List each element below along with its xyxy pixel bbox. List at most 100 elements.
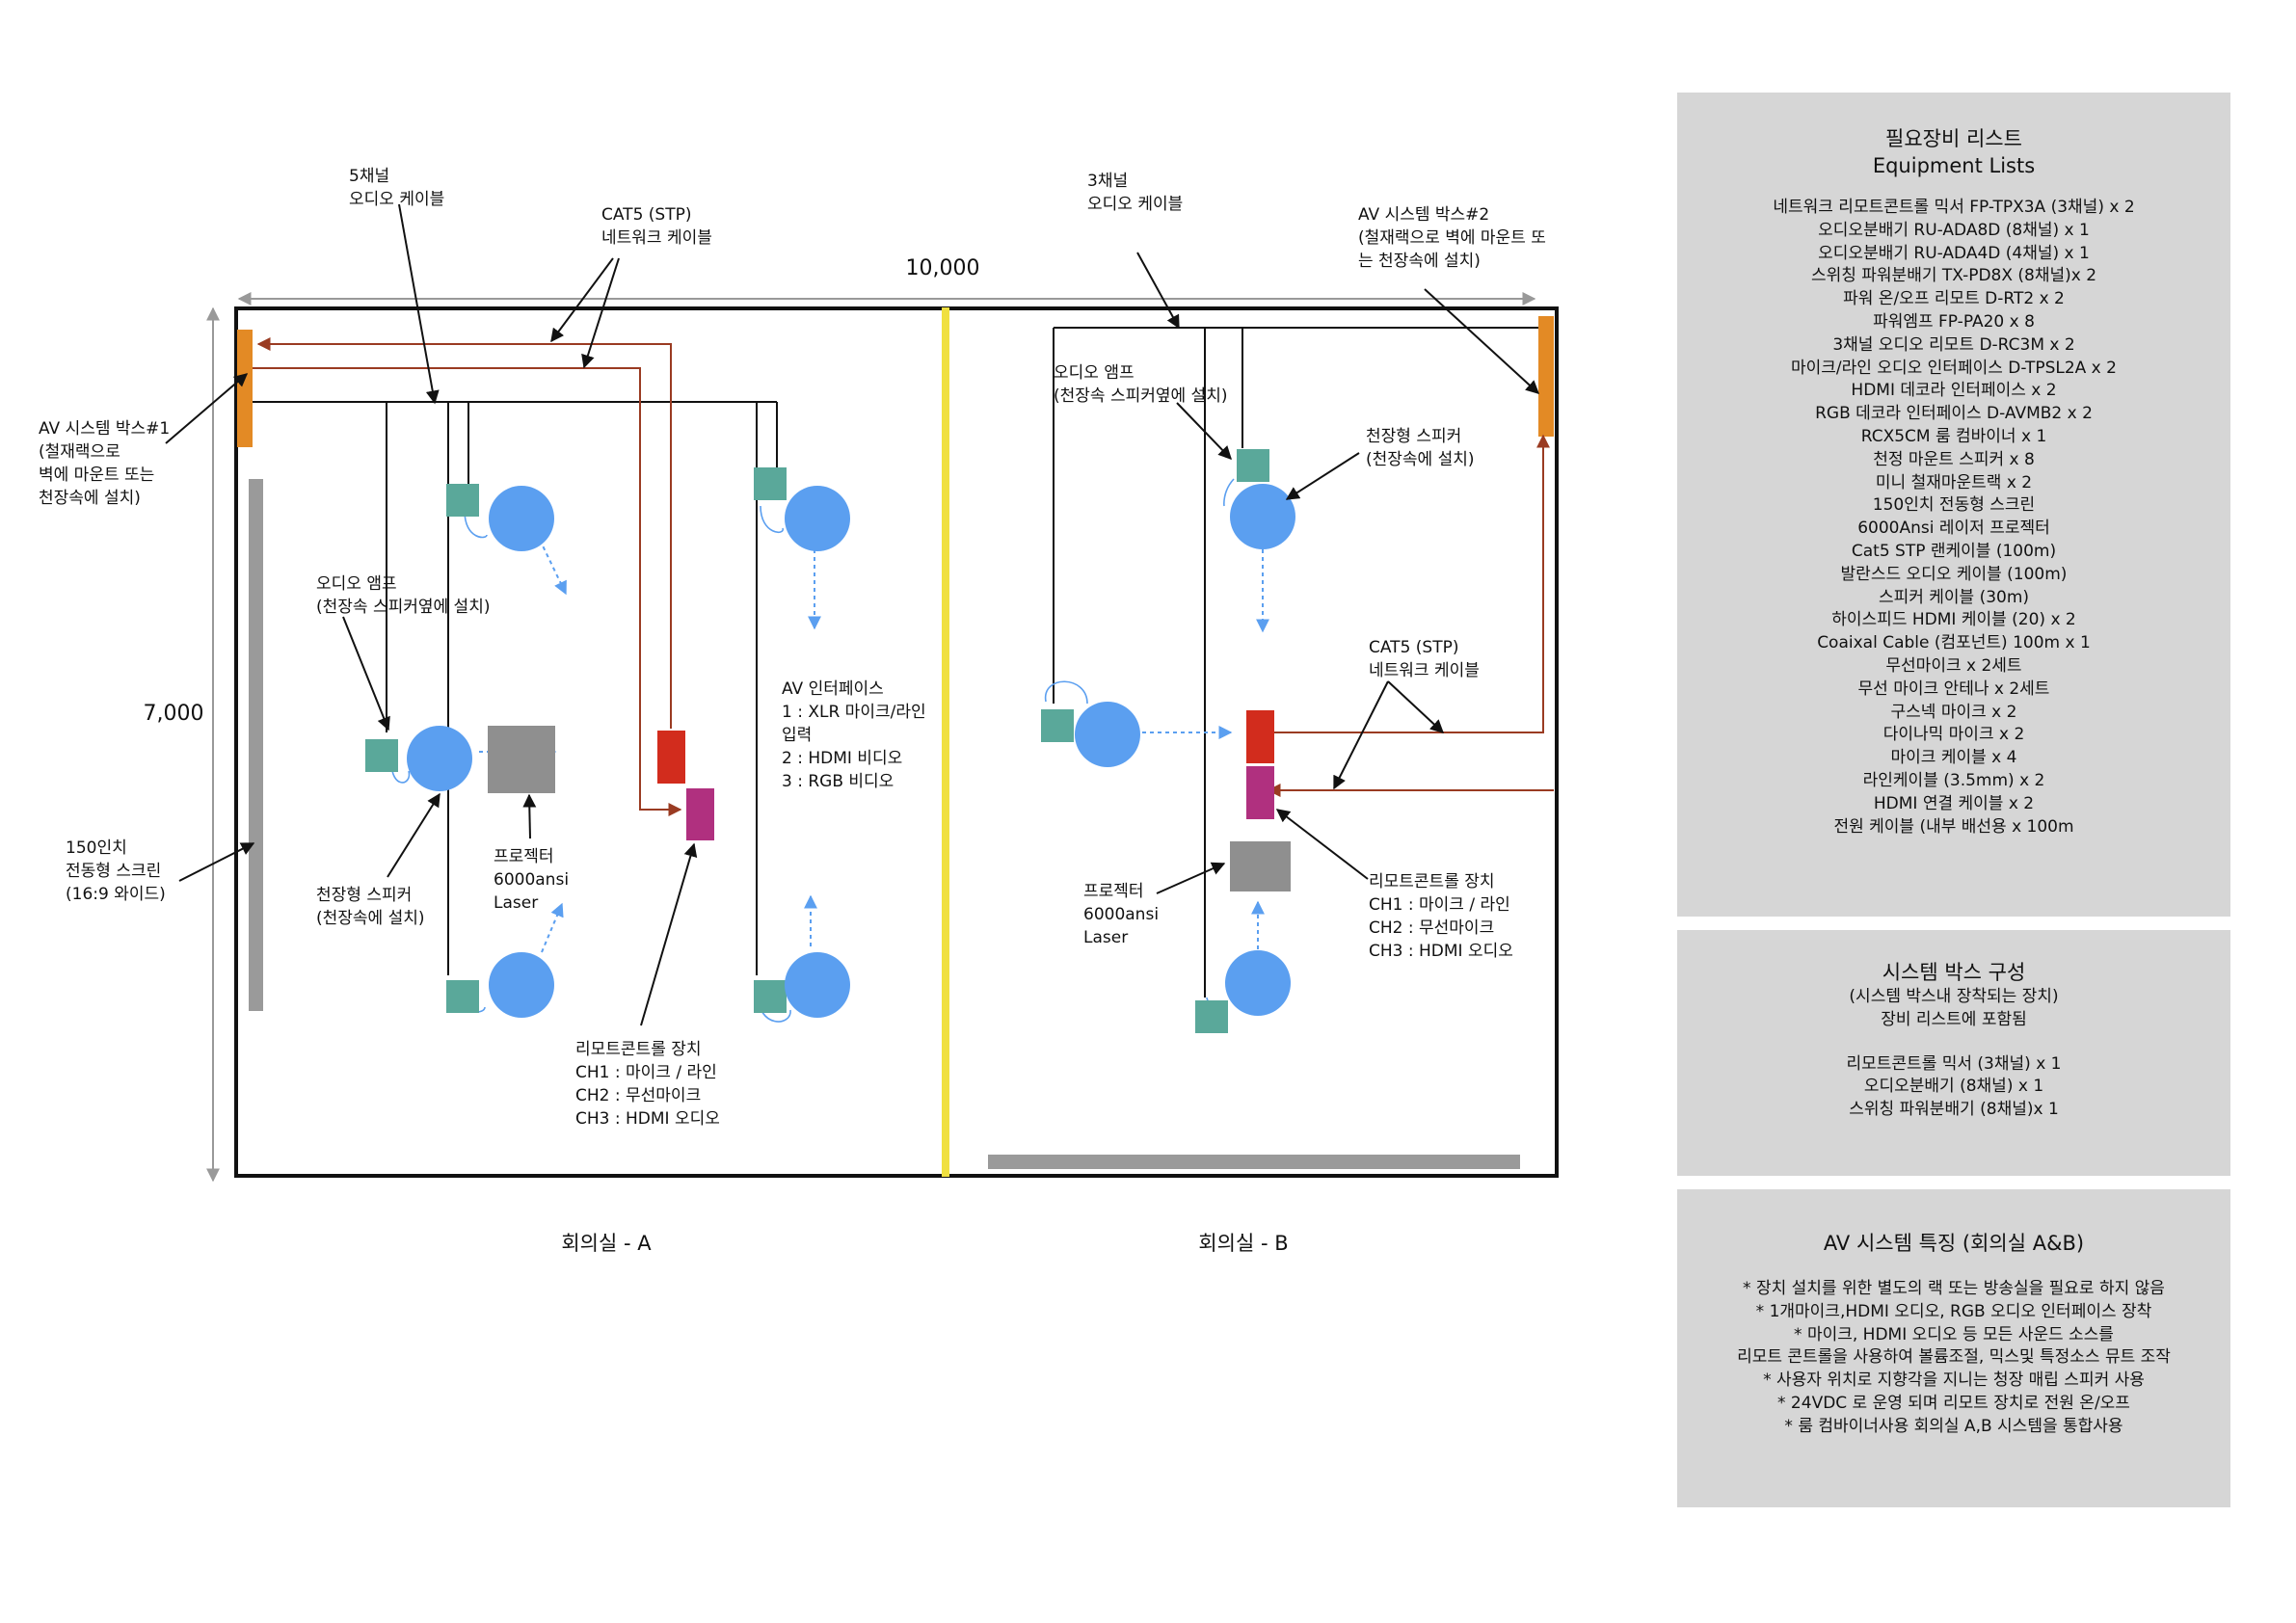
equipment-item: 무선 마이크 안테나 x 2세트 — [1857, 678, 2050, 699]
equipment-item: 발란스드 오디오 케이블 (100m) — [1840, 564, 2068, 584]
equipment-item: HDMI 데코라 인터페이스 x 2 — [1851, 381, 2057, 401]
equipment-item: 라인케이블 (3.5mm) x 2 — [1862, 770, 2045, 790]
system-box-item: 스위칭 파워분배기 (8채널)x 1 — [1849, 1100, 2059, 1120]
av-system-box-1 — [237, 330, 253, 447]
system-box-item: 리모트콘트롤 믹서 (3채널) x 1 — [1846, 1053, 2062, 1074]
feature-item: * 룸 컴바이너사용 회의실 A,B 시스템을 통합사용 — [1784, 1416, 2123, 1436]
label-projector-b: 프로젝터 6000ansi Laser — [1083, 882, 1163, 947]
label-av-system-box-2: AV 시스템 박스#2 (철재랙으로 벽에 마운트 또 는 천장속에 설치) — [1358, 205, 1551, 271]
ceiling-speaker-amp — [1237, 449, 1269, 482]
feature-item: * 장치 설치를 위한 별도의 랙 또는 방송실을 필요로 하지 않음 — [1743, 1279, 2165, 1298]
ceiling-speaker-amp — [1041, 709, 1074, 742]
equipment-item: 스피커 케이블 (30m) — [1878, 587, 2030, 607]
equipment-item: HDMI 연결 케이블 x 2 — [1873, 793, 2035, 813]
projection-screen-b — [988, 1155, 1520, 1169]
ceiling-speaker-amp — [754, 980, 787, 1013]
equipment-item: 네트워크 리모트콘트롤 믹서 FP-TPX3A (3채널) x 2 — [1773, 198, 2135, 217]
equipment-list-title-en: Equipment Lists — [1872, 154, 2036, 177]
height-dimension: 7,000 — [144, 306, 220, 1183]
label-cat5-network-a: CAT5 (STP) 네트워크 케이블 — [601, 205, 712, 248]
ceiling-speaker-amp — [446, 980, 479, 1013]
equipment-item: RGB 데코라 인터페이스 D-AVMB2 x 2 — [1815, 404, 2093, 424]
callout-arrows — [165, 203, 1540, 1026]
ceiling-speaker-amp — [1195, 1000, 1228, 1033]
ceiling-speaker-amp — [365, 739, 398, 772]
system-box-subtitle: (시스템 박스내 장착되는 장치) — [1849, 987, 2059, 1006]
label-ceiling-speaker-b: 천장형 스피커 (천장속에 설치) — [1366, 427, 1475, 469]
ceiling-speaker-amp — [754, 467, 787, 500]
ceiling-speaker — [785, 952, 850, 1018]
equipment-list-title-ko: 필요장비 리스트 — [1885, 127, 2022, 150]
audio-cables-room-b — [1053, 327, 1538, 998]
equipment-item: 오디오분배기 RU-ADA4D (4채널) x 1 — [1818, 243, 2090, 263]
label-3ch-audio-cable: 3채널 오디오 케이블 — [1087, 172, 1183, 214]
remote-control-unit-a — [657, 731, 685, 784]
equipment-item: 오디오분배기 RU-ADA8D (8채널) x 1 — [1818, 220, 2090, 240]
system-box-note: 장비 리스트에 포함됨 — [1881, 1009, 2027, 1029]
room-outline — [234, 306, 1559, 1178]
feature-item: * 마이크, HDMI 오디오 등 모든 사운드 소스를 — [1794, 1324, 2114, 1344]
width-dimension-label: 10,000 — [906, 256, 980, 280]
label-av-system-box-1: AV 시스템 박스#1 (철재랙으로 벽에 마운트 또는 천장속에 설치) — [39, 419, 175, 508]
feature-item: * 1개마이크,HDMI 오디오, RGB 오디오 인터페이스 장착 — [1755, 1301, 2152, 1321]
equipment-item: 마이크 케이블 x 4 — [1890, 748, 2017, 768]
network-cables-room-a — [253, 337, 682, 816]
equipment-item: 다이나믹 마이크 x 2 — [1882, 725, 2025, 745]
label-audio-amp-a: 오디오 앰프 (천장속 스피커옆에 설치) — [316, 574, 490, 617]
label-cat5-network-b: CAT5 (STP) 네트워크 케이블 — [1369, 638, 1480, 680]
ceiling-speaker — [489, 486, 554, 551]
room-b-label: 회의실 - B — [1198, 1232, 1288, 1255]
equipment-item: 하이스피드 HDMI 케이블 (20) x 2 — [1831, 610, 2076, 630]
equipment-item: 마이크/라인 오디오 인터페이스 D-TPSL2A x 2 — [1791, 358, 2117, 378]
projection-screen-a — [249, 479, 263, 1011]
equipment-item: Cat5 STP 랜케이블 (100m) — [1851, 541, 2057, 561]
network-cables-room-b — [1264, 434, 1554, 797]
projector-b — [1230, 841, 1291, 891]
equipment-item: 구스넥 마이크 x 2 — [1890, 702, 2017, 722]
ceiling-speaker — [785, 486, 850, 551]
label-audio-amp-b: 오디오 앰프 (천장속 스피커옆에 설치) — [1054, 363, 1227, 406]
equipment-item: 6000Ansi 레이저 프로젝터 — [1857, 519, 2050, 539]
equipment-item: RCX5CM 룸 컴바이너 x 1 — [1860, 426, 2047, 446]
feature-item: * 사용자 위치로 지향각을 지니는 청장 매립 스피커 사용 — [1763, 1370, 2145, 1391]
equipment-item: 파워엠프 FP-PA20 x 8 — [1873, 311, 2035, 332]
equipment-item: Coaixal Cable (컴포넌트) 100m x 1 — [1817, 633, 2091, 653]
label-5ch-audio-cable: 5채널 오디오 케이블 — [349, 167, 444, 209]
ceiling-speaker — [1075, 702, 1140, 767]
system-box-title: 시스템 박스 구성 — [1882, 961, 2026, 984]
features-title: AV 시스템 특징 (회의실 A&B) — [1823, 1232, 2085, 1255]
equipment-item: 무선마이크 x 2세트 — [1885, 655, 2022, 676]
equipment-item: 전원 케이블 (내부 배선용 x 100m — [1833, 816, 2074, 837]
room-divider-partition — [942, 307, 949, 1177]
label-av-interface: AV 인터페이스 1 : XLR 마이크/라인 입력 2 : HDMI 비디오 … — [782, 679, 931, 791]
feature-item: * 24VDC 로 운영 되며 리모트 장치로 전원 온/오프 — [1777, 1393, 2130, 1413]
equipment-item: 파워 온/오프 리모트 D-RT2 x 2 — [1843, 289, 2065, 309]
equipment-item: 스위칭 파워분배기 TX-PD8X (8채널)x 2 — [1810, 266, 2097, 286]
av-system-box-2 — [1538, 316, 1554, 437]
ceiling-speaker-amp — [446, 484, 479, 517]
feature-item: 리모트 콘트롤을 사용하여 볼륨조절, 믹스및 특정소스 뮤트 조작 — [1737, 1347, 2171, 1368]
ceiling-speaker — [407, 726, 472, 791]
remote-control-unit-b — [1246, 710, 1274, 763]
equipment-item: 미니 철재마운트랙 x 2 — [1875, 472, 2033, 492]
label-projector-a: 프로젝터 6000ansi Laser — [494, 847, 574, 913]
label-remote-control-b: 리모트콘트롤 장치 CH1 : 마이크 / 라인 CH2 : 무선마이크 CH3… — [1369, 872, 1515, 961]
ceiling-speaker — [1225, 950, 1291, 1016]
system-box-item: 오디오분배기 (8채널) x 1 — [1863, 1077, 2044, 1097]
equipment-item: 천정 마운트 스피커 x 8 — [1873, 449, 2035, 469]
equipment-item: 150인치 전동형 스크린 — [1872, 495, 2036, 516]
label-ceiling-speaker-a: 천장형 스피커 (천장속에 설치) — [316, 886, 425, 928]
ceiling-speaker — [1230, 484, 1295, 549]
equipment-items: 네트워크 리모트콘트롤 믹서 FP-TPX3A (3채널) x 2 오디오분배기… — [1677, 197, 2230, 838]
height-dimension-label: 7,000 — [144, 702, 204, 726]
system-box-panel: 시스템 박스 구성 (시스템 박스내 장착되는 장치) 장비 리스트에 포함됨 … — [1677, 930, 2230, 1176]
av-system-features-panel: AV 시스템 특징 (회의실 A&B) * 장치 설치를 위한 별도의 랙 또는… — [1677, 1189, 2230, 1507]
width-dimension: 10,000 — [237, 256, 1536, 306]
label-screen: 150인치 전동형 스크린 (16:9 와이드) — [66, 838, 167, 904]
room-a-label: 회의실 - A — [561, 1232, 652, 1255]
ceiling-speaker — [489, 952, 554, 1018]
equipment-list-panel: 필요장비 리스트 Equipment Lists 네트워크 리모트콘트롤 믹서 … — [1677, 93, 2230, 917]
projector-a — [488, 726, 555, 793]
label-remote-control-a: 리모트콘트롤 장치 CH1 : 마이크 / 라인 CH2 : 무선마이크 CH3… — [575, 1040, 722, 1129]
